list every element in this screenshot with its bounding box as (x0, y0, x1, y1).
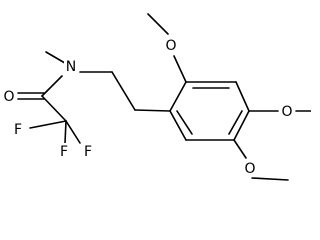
atom-label-f-left: F (14, 122, 22, 138)
bond-ring-o-bottom (233, 139, 247, 159)
ring-double-2 (228, 110, 243, 135)
bonds (17, 13, 311, 181)
bond-o-top-methyl (147, 13, 169, 35)
ring-bond-4 (233, 110, 250, 141)
structure-diagram: N O F F F O O O (3, 13, 311, 181)
ring-double-3 (176, 110, 193, 135)
bond-carbonyl-cf3 (41, 95, 67, 122)
bond-ring-o-top (173, 55, 187, 83)
atom-label-f-mid: F (60, 144, 68, 160)
bond-ethyl-chain (111, 71, 136, 111)
bond-cf3-f-left (29, 120, 67, 129)
atom-label-f-right: F (84, 144, 92, 160)
bond-n-carbonyl (41, 75, 63, 97)
atom-label-o-methoxy-top: O (165, 38, 176, 54)
bond-o-bottom-methyl (251, 177, 289, 181)
ring-bond-6 (169, 110, 187, 141)
atom-labels: N O F F F O O O (3, 37, 294, 177)
atom-label-n: N (66, 59, 76, 75)
ring-bond-1 (169, 81, 187, 112)
bond-chain-ring (134, 109, 171, 112)
atom-label-o-methoxy-bottom: O (244, 161, 255, 177)
atom-label-o-methoxy-right: O (281, 104, 292, 120)
ring-bond-3 (235, 81, 250, 112)
bond-cf3-f-right (65, 120, 81, 144)
bond-cf3-f-mid (64, 120, 67, 144)
atom-label-o-carbonyl: O (3, 89, 14, 105)
